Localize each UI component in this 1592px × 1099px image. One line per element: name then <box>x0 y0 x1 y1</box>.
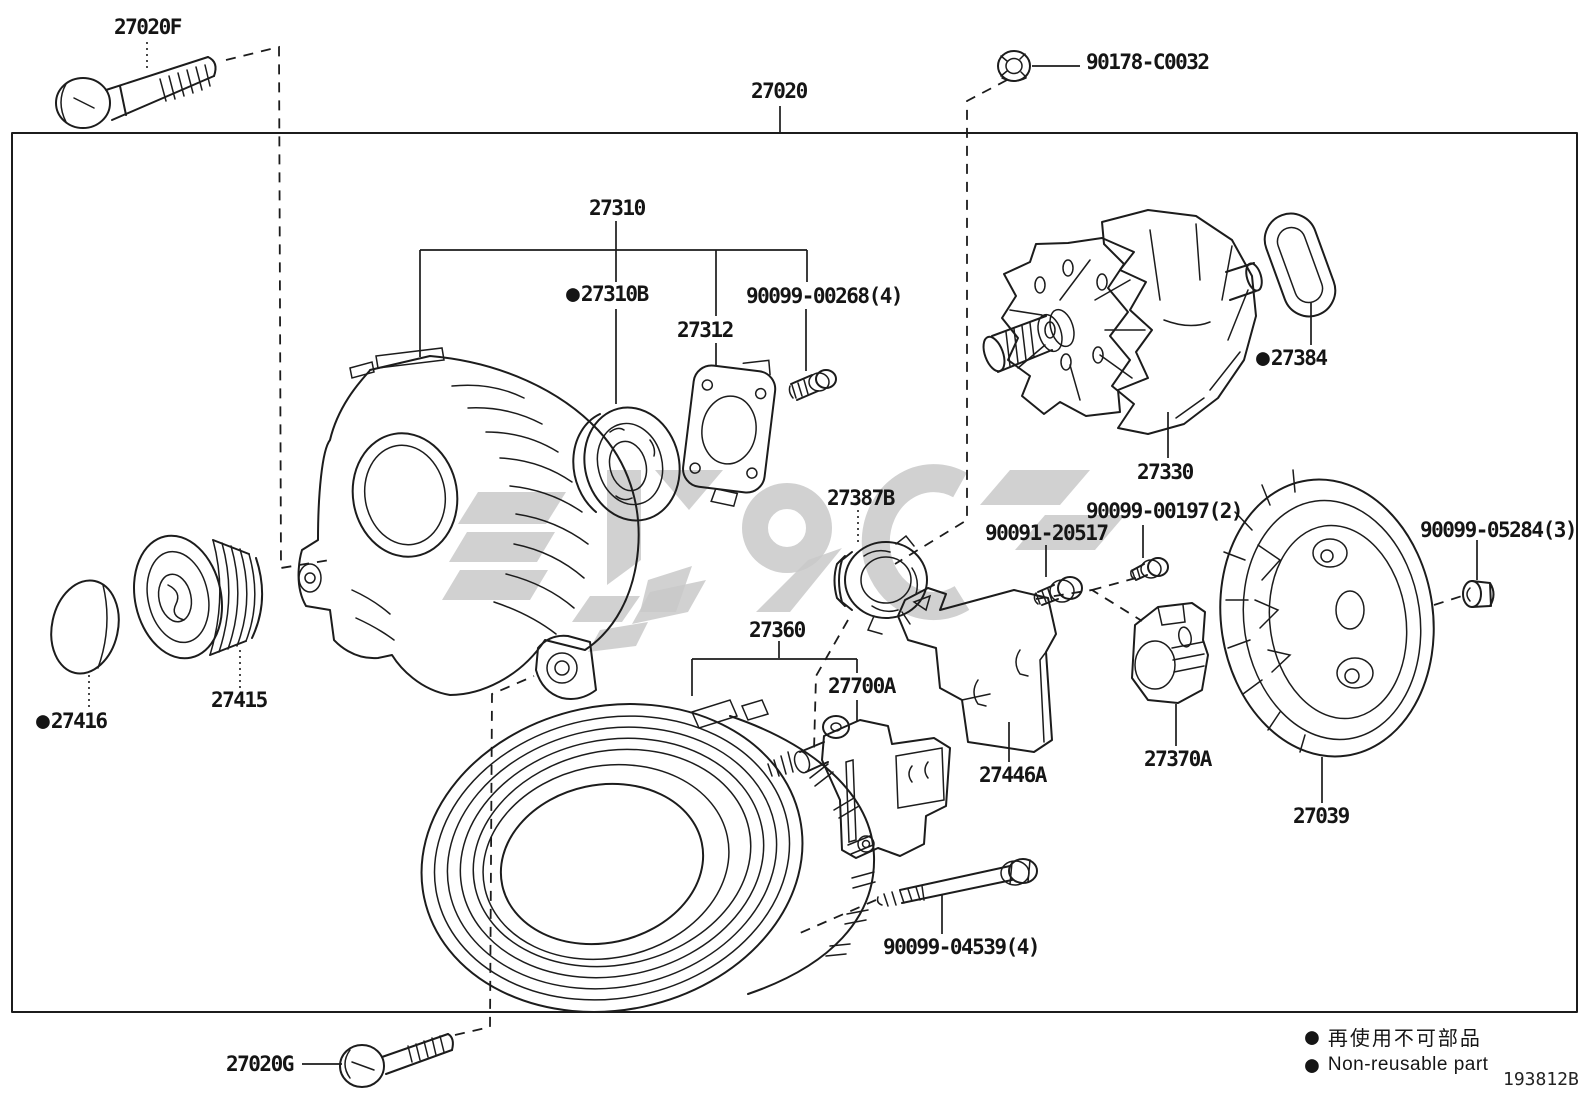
bolt-90091-20517-drawing <box>1033 576 1083 606</box>
part-label-27310b: ●27310B <box>566 281 649 307</box>
part-label-90099-04539: 90099-04539(4) <box>883 935 1041 959</box>
bracket-drawing <box>897 587 1057 753</box>
bolt-27020f-drawing <box>55 56 217 129</box>
part-label-27020g: 27020G <box>226 1052 294 1076</box>
part-label-27310: 27310 <box>589 196 646 220</box>
non-reusable-bullet: ● <box>1256 345 1270 371</box>
nut-90099-05284-drawing <box>1462 580 1495 608</box>
part-label-27415: 27415 <box>211 688 268 712</box>
regulator-drawing <box>767 715 951 859</box>
diagram-code: 193812B <box>1503 1069 1579 1090</box>
bolt-90099-00197-drawing <box>1130 557 1169 581</box>
non-reusable-bullet: ● <box>566 281 580 307</box>
part-label-27020f: 27020F <box>114 15 182 39</box>
legend-item-en: ● Non-reusable part <box>1305 1052 1489 1078</box>
part-label-90099-00268: 90099-00268(4) <box>746 284 904 308</box>
non-reusable-bullet: ● <box>1305 1023 1319 1050</box>
nut-90178-drawing <box>997 50 1031 82</box>
leader-lines <box>88 42 1478 1065</box>
part-label-90091-20517: 90091-20517 <box>985 521 1109 545</box>
front-housing-drawing <box>297 347 640 700</box>
non-reusable-bullet: ● <box>36 708 50 734</box>
non-reusable-bullet: ● <box>1305 1052 1319 1078</box>
rotor-drawing <box>982 209 1263 435</box>
brush-holder-drawing <box>1131 602 1209 704</box>
bearing-retainer-drawing <box>682 359 777 508</box>
part-label-27020: 27020 <box>751 79 808 103</box>
assembly-dashed-lines <box>225 45 1463 1036</box>
part-label-27370a: 27370A <box>1144 747 1212 771</box>
terminal-insulator-drawing <box>833 534 928 635</box>
part-label-27330: 27330 <box>1137 460 1194 484</box>
part-label-27387b: 27387B <box>827 486 895 510</box>
seal-ring-drawing <box>1263 212 1337 318</box>
part-label-27312: 27312 <box>677 318 734 342</box>
part-label-27446a: 27446A <box>979 763 1047 787</box>
legend-item-jp: ● 再使用不可部品 <box>1305 1022 1482 1051</box>
diagram-border <box>11 132 1578 1013</box>
legend-text-jp: 再使用不可部品 <box>1327 1026 1482 1050</box>
part-label-27360: 27360 <box>749 618 806 642</box>
pulley-drawing <box>133 534 264 660</box>
part-label-90099-05284: 90099-05284(3) <box>1420 518 1578 542</box>
pulley-cap-drawing <box>50 579 120 675</box>
part-label-90099-00197: 90099-00197(2) <box>1086 499 1244 523</box>
part-label-90178-c0032: 90178-C0032 <box>1086 50 1210 74</box>
through-bolt-drawing <box>876 858 1038 907</box>
stator-drawing <box>420 699 876 1013</box>
bearing-drawing <box>572 406 681 522</box>
bolt-90099-00268-drawing <box>788 369 837 401</box>
legend-text-en: Non-reusable part <box>1327 1054 1489 1075</box>
part-label-27416: ●27416 <box>36 708 108 734</box>
part-label-27384: ●27384 <box>1256 345 1328 371</box>
bolt-27020g-drawing <box>339 1033 454 1088</box>
rear-cover-drawing <box>1219 469 1435 758</box>
part-label-27039: 27039 <box>1293 804 1350 828</box>
part-label-27700a: 27700A <box>828 674 896 698</box>
